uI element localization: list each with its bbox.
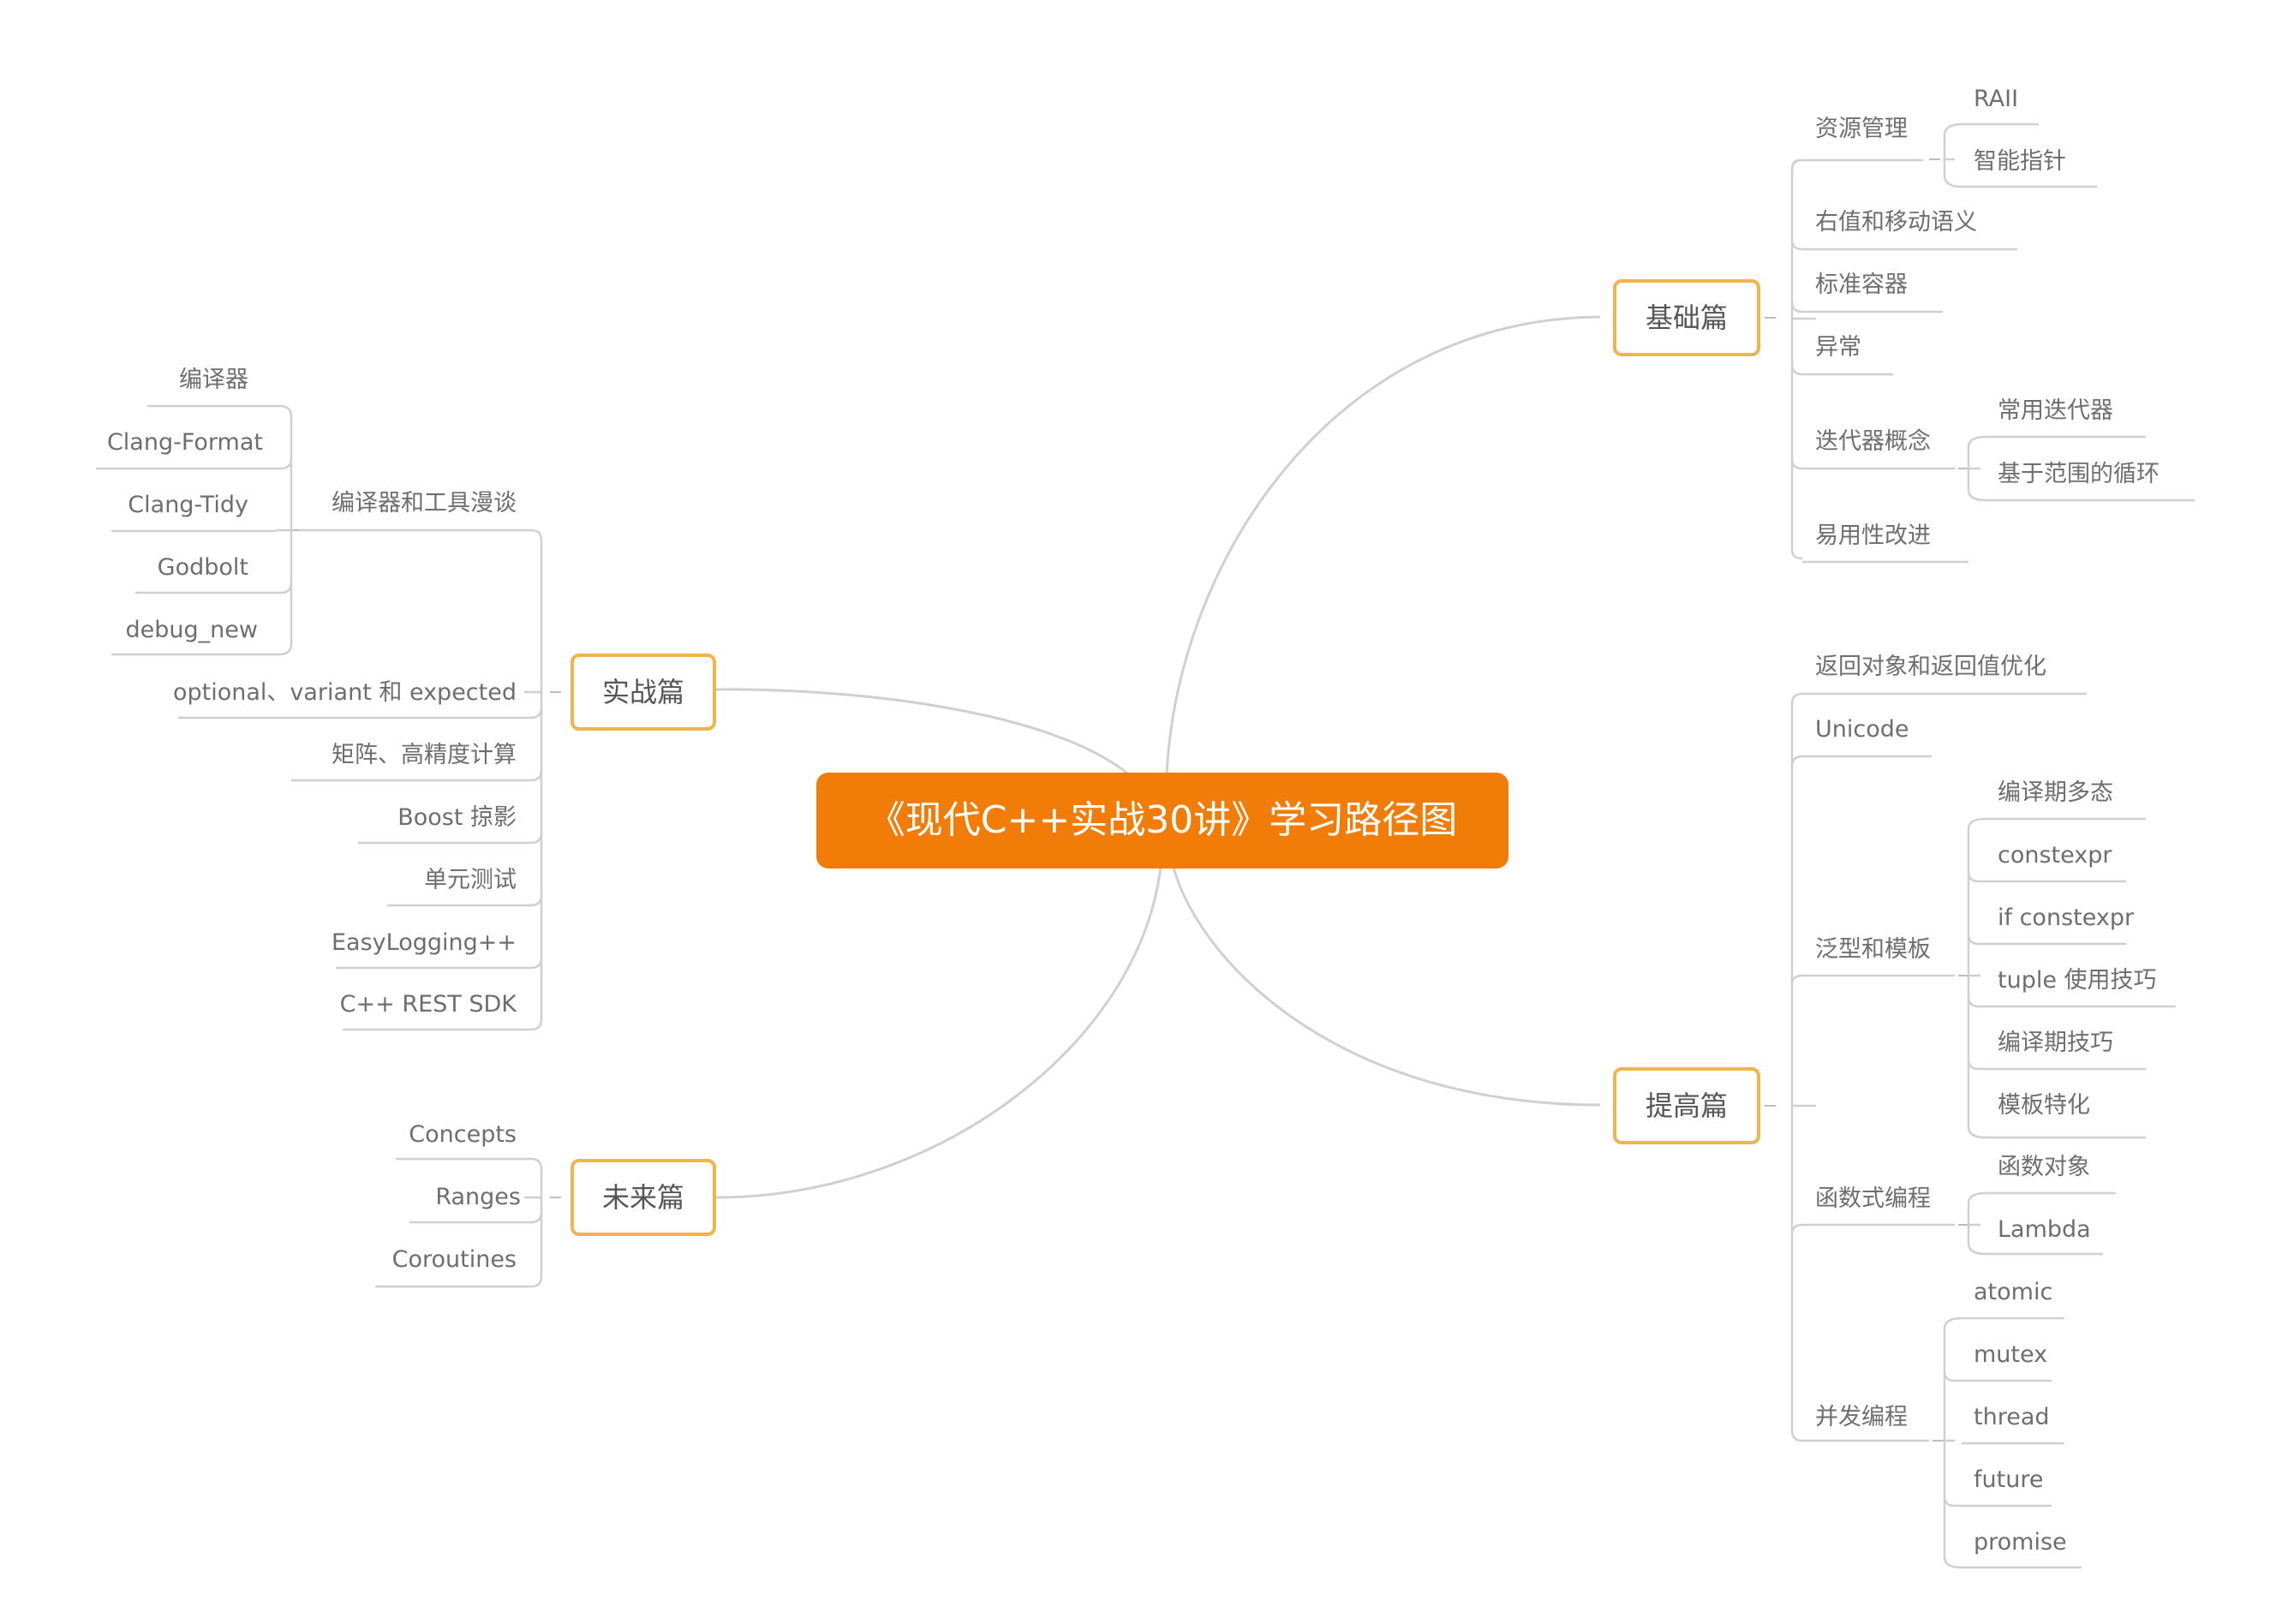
node-exceptions[interactable]: 异常 (1815, 334, 1861, 361)
node-range-for[interactable]: 基于范围的循环 (1998, 461, 2160, 487)
bracket-basic (1790, 158, 1816, 560)
node-iterators[interactable]: 迭代器概念 (1815, 428, 1931, 455)
node-rvalue[interactable]: 右值和移动语义 (1815, 209, 1977, 236)
node-mutex[interactable]: mutex (1974, 1341, 2047, 1368)
node-ranges[interactable]: Ranges (435, 1184, 521, 1210)
node-rest-sdk[interactable]: C++ REST SDK (340, 991, 518, 1018)
topic-practice[interactable]: 实战篇 (571, 654, 716, 731)
topic-basic[interactable]: 基础篇 (1613, 279, 1760, 356)
node-clang-tidy[interactable]: Clang-Tidy (128, 492, 248, 518)
node-template-specialization[interactable]: 模板特化 (1998, 1092, 2090, 1119)
node-smart-pointer[interactable]: 智能指针 (1974, 148, 2066, 175)
node-concepts[interactable]: Concepts (409, 1121, 517, 1148)
node-unittest[interactable]: 单元测试 (424, 867, 517, 893)
topic-practice-label: 实战篇 (602, 676, 684, 708)
node-debug-new[interactable]: debug_new (126, 617, 258, 643)
connector-basic (1165, 315, 1601, 775)
central-title: 《现代C++实战30讲》学习路径图 (868, 798, 1457, 842)
node-rvo[interactable]: 返回对象和返回值优化 (1815, 654, 2046, 680)
node-usability[interactable]: 易用性改进 (1815, 522, 1931, 549)
node-generic[interactable]: 泛型和模板 (1815, 936, 1931, 963)
topic-advanced-label: 提高篇 (1646, 1090, 1728, 1122)
node-promise[interactable]: promise (1974, 1529, 2067, 1555)
node-optional-variant[interactable]: optional、variant 和 expected (173, 679, 517, 706)
node-if-constexpr[interactable]: if constexpr (1998, 905, 2135, 931)
bracket-future (524, 1157, 543, 1288)
topic-future[interactable]: 未来篇 (571, 1159, 716, 1236)
node-function-object[interactable]: 函数对象 (1998, 1154, 2090, 1180)
node-raii[interactable]: RAII (1974, 86, 2018, 112)
node-godbolt[interactable]: Godbolt (158, 554, 248, 581)
bracket-advanced (1790, 692, 1816, 1442)
node-compiler[interactable]: 编译器 (179, 367, 248, 393)
node-future[interactable]: future (1974, 1466, 2043, 1493)
node-thread[interactable]: thread (1974, 1404, 2050, 1430)
node-constexpr[interactable]: constexpr (1998, 842, 2112, 869)
node-functional[interactable]: 函数式编程 (1815, 1185, 1931, 1212)
connector-practice (712, 688, 1132, 778)
node-lambda[interactable]: Lambda (1998, 1216, 2091, 1243)
node-compile-polymorphism[interactable]: 编译期多态 (1998, 779, 2113, 806)
node-common-iterators[interactable]: 常用迭代器 (1998, 397, 2113, 424)
topic-future-label: 未来篇 (602, 1181, 684, 1214)
node-compile-tricks[interactable]: 编译期技巧 (1998, 1030, 2113, 1056)
node-boost[interactable]: Boost 掠影 (397, 804, 517, 831)
node-tuple-tricks[interactable]: tuple 使用技巧 (1998, 967, 2157, 994)
node-resource[interactable]: 资源管理 (1815, 116, 1908, 142)
node-atomic[interactable]: atomic (1974, 1279, 2052, 1305)
node-tools[interactable]: 编译器和工具漫谈 (332, 490, 517, 516)
node-concurrency[interactable]: 并发编程 (1815, 1404, 1908, 1430)
node-clang-format[interactable]: Clang-Format (107, 429, 263, 456)
topic-basic-label: 基础篇 (1646, 302, 1728, 334)
node-coroutines[interactable]: Coroutines (392, 1246, 517, 1273)
connector-advanced (1170, 860, 1601, 1107)
bracket-practice (298, 528, 543, 1031)
node-containers[interactable]: 标准容器 (1815, 272, 1908, 298)
node-easylogging[interactable]: EasyLogging++ (332, 929, 517, 956)
connector-future (712, 866, 1162, 1199)
node-unicode[interactable]: Unicode (1815, 716, 1909, 743)
central-topic[interactable]: 《现代C++实战30讲》学习路径图 (816, 773, 1508, 869)
node-matrix[interactable]: 矩阵、高精度计算 (332, 742, 517, 768)
topic-advanced[interactable]: 提高篇 (1613, 1067, 1760, 1144)
